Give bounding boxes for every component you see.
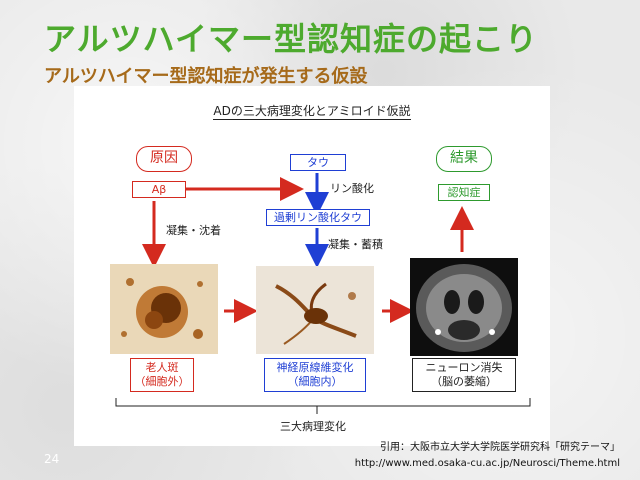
senile-plaque-image bbox=[110, 264, 218, 354]
brain-atrophy-mri-image bbox=[410, 258, 518, 356]
phosphorylation-label: リン酸化 bbox=[330, 180, 374, 196]
tau-box: タウ bbox=[290, 154, 346, 171]
cause-label: 原因 bbox=[136, 146, 192, 172]
dementia-box: 認知症 bbox=[438, 184, 490, 201]
aggregation-deposition-label: 凝集・沈着 bbox=[166, 222, 221, 238]
three-pathologies-label: 三大病理変化 bbox=[280, 418, 346, 434]
hyperphos-tau-box: 過剰リン酸化タウ bbox=[266, 209, 370, 226]
neuron-loss-name: ニューロン消失 bbox=[413, 361, 515, 375]
page-number: 24 bbox=[44, 452, 59, 466]
citation-url[interactable]: http://www.med.osaka-cu.ac.jp/Neurosci/T… bbox=[355, 456, 620, 472]
tangle-box: 神経原線維変化 （細胞内） bbox=[264, 358, 366, 392]
tangle-location: （細胞内） bbox=[265, 375, 365, 389]
figure-panel: ADの三大病理変化とアミロイド仮説 原因 Aβ タウ リン酸化 過剰リン酸化タウ… bbox=[74, 86, 550, 446]
pathology-bracket bbox=[116, 398, 530, 414]
neurofibrillary-tangle-image bbox=[256, 266, 374, 354]
tangle-name: 神経原線維変化 bbox=[265, 361, 365, 375]
abeta-box: Aβ bbox=[132, 181, 186, 198]
citation: 引用：大阪市立大学大学院医学研究科「研究テーマ」 http://www.med.… bbox=[355, 440, 620, 472]
neuron-loss-box: ニューロン消失 （脳の萎縮） bbox=[412, 358, 516, 392]
citation-source: 引用：大阪市立大学大学院医学研究科「研究テーマ」 bbox=[355, 440, 620, 456]
result-label: 結果 bbox=[436, 146, 492, 172]
slide-subtitle: アルツハイマー型認知症が発生する仮設 bbox=[44, 62, 367, 88]
senile-plaque-location: （細胞外） bbox=[131, 375, 193, 389]
senile-plaque-box: 老人斑 （細胞外） bbox=[130, 358, 194, 392]
slide-title: アルツハイマー型認知症の起こり bbox=[44, 14, 538, 60]
aggregation-accumulation-label: 凝集・蓄積 bbox=[328, 236, 383, 252]
senile-plaque-name: 老人斑 bbox=[131, 361, 193, 375]
neuron-loss-detail: （脳の萎縮） bbox=[413, 375, 515, 389]
